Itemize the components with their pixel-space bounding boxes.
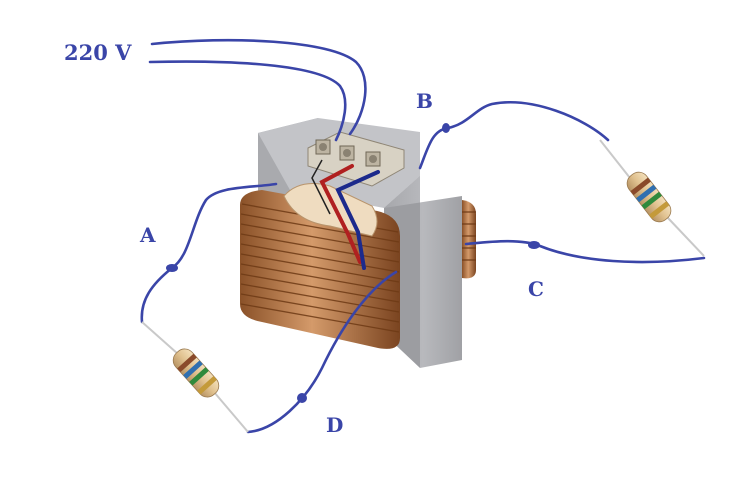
wiring: [140, 38, 706, 434]
supply-wire-1: [150, 38, 367, 136]
supply-wire-2: [148, 60, 347, 142]
wire-d: [246, 270, 398, 434]
clip-d: [297, 393, 307, 403]
resistor-right-icon: [599, 139, 705, 257]
lead-blue: [335, 170, 380, 270]
clip-b: [442, 123, 450, 133]
wire-a: [140, 182, 278, 324]
label-b: B: [416, 89, 433, 113]
terminal-block: [307, 131, 405, 187]
clip-c: [528, 241, 540, 249]
resistor-left-icon: [141, 321, 249, 433]
core-front: [384, 176, 462, 368]
wire-c: [464, 239, 706, 264]
label-c: C: [528, 277, 544, 301]
transformer-icon: [240, 118, 476, 368]
lead-black: [311, 159, 331, 215]
label-d: D: [326, 413, 343, 437]
clip-a: [166, 264, 178, 272]
label-voltage: 220 V: [64, 40, 132, 65]
wire-clips: [166, 123, 540, 403]
wire-b: [418, 101, 610, 170]
label-a: A: [139, 223, 156, 247]
lead-red: [319, 164, 362, 264]
